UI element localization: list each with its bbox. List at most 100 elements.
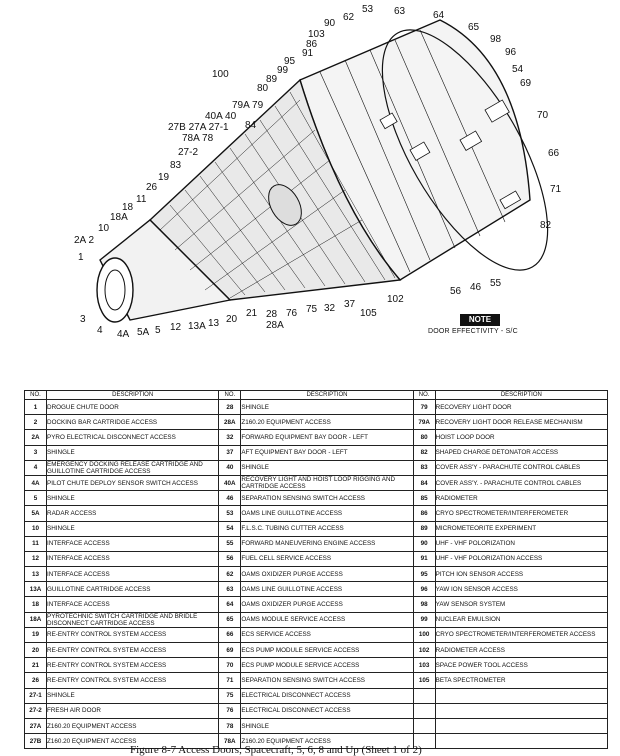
item-number: 99 [412, 611, 436, 628]
callout-label: 26 [146, 182, 158, 193]
callout-label: 18 [122, 202, 134, 213]
item-description [434, 687, 609, 704]
callout-label: 84 [245, 120, 257, 131]
callout-label: 102 [387, 294, 404, 305]
callout-label: 11 [136, 194, 147, 205]
item-number: 56 [218, 550, 242, 568]
item-description: Z160.20 EQUIPMENT ACCESS [240, 414, 414, 431]
spacecraft-drawing [96, 19, 549, 323]
item-description: FORWARD MANEUVERING ENGINE ACCESS [240, 535, 414, 552]
callout-label: 95 [284, 56, 296, 67]
item-number: 55 [218, 535, 242, 552]
item-number [412, 702, 436, 719]
item-description: RADAR ACCESS [46, 505, 220, 522]
item-description: RE-ENTRY CONTROL SYSTEM ACCESS [46, 657, 220, 674]
callout-label: 62 [343, 12, 355, 23]
item-number: 4A [23, 474, 48, 492]
item-description [434, 733, 609, 750]
item-number: 27-1 [23, 687, 48, 704]
item-number: 95 [412, 566, 436, 583]
callout-label: 80 [257, 83, 269, 94]
item-description: ECS PUMP MODULE SERVICE ACCESS [240, 641, 414, 659]
callout-label: 13 [208, 318, 220, 329]
callout-label: 63 [394, 6, 406, 17]
item-number: 40 [218, 459, 242, 476]
callout-label: 86 [306, 39, 318, 50]
item-description: INTERFACE ACCESS [46, 535, 220, 552]
callout-label: 65 [468, 22, 480, 33]
item-description: RECOVERY LIGHT DOOR [434, 398, 609, 416]
item-number: 28A [218, 414, 242, 431]
item-number: 54 [218, 520, 242, 537]
callout-labels: 1 2A 2 3 4 4A 5A 5 12 13A 13 20 21 28 28… [74, 4, 562, 340]
item-description: FRESH AIR DOOR [46, 702, 220, 719]
item-number: 102 [412, 641, 436, 659]
callout-label: 20 [226, 314, 238, 325]
item-description: DROGUE CHUTE DOOR [46, 398, 220, 416]
item-number [412, 687, 436, 704]
column-header: NO. [218, 390, 242, 400]
access-door-table: NO. DESCRIPTION NO. DESCRIPTION NO. DESC… [23, 390, 609, 750]
callout-label: 5 [155, 325, 161, 336]
callout-label: 69 [520, 78, 532, 89]
item-description: DOCKING BAR CARTRIDGE ACCESS [46, 414, 220, 431]
item-number: 40A [218, 474, 242, 492]
item-number: 82 [412, 444, 436, 461]
figure-caption: Figure 8-7 Access Doors, Spacecraft, 5, … [130, 744, 422, 756]
item-description: YAW ION SENSOR ACCESS [434, 581, 609, 598]
item-number: 80 [412, 429, 436, 446]
item-description: UHF - VHF POLORIZATION [434, 535, 609, 552]
item-description: RECOVERY LIGHT AND HOIST LOOP RIGGING AN… [240, 474, 414, 492]
callout-label: 103 [308, 29, 325, 40]
item-number: 27B [23, 733, 48, 750]
callout-label: 64 [433, 10, 445, 21]
item-number: 75 [218, 687, 242, 704]
item-number: 2A [23, 429, 48, 446]
callout-label: 76 [286, 308, 298, 319]
item-description: SHAPED CHARGE DETONATOR ACCESS [434, 444, 609, 461]
item-number: 19 [23, 626, 48, 644]
item-description: RE-ENTRY CONTROL SYSTEM ACCESS [46, 626, 220, 644]
item-description: FORWARD EQUIPMENT BAY DOOR - LEFT [240, 429, 414, 446]
item-description: Z160.20 EQUIPMENT ACCESS [240, 733, 414, 750]
table-header-row: NO. DESCRIPTION NO. DESCRIPTION NO. DESC… [23, 390, 609, 400]
item-number: 5A [23, 505, 48, 522]
item-description: HOIST LOOP DOOR [434, 429, 609, 446]
item-description [434, 702, 609, 719]
item-description: SHINGLE [240, 717, 414, 735]
item-number: 105 [412, 672, 436, 689]
item-description: F.L.S.C. TUBING CUTTER ACCESS [240, 520, 414, 537]
item-number: 4 [23, 459, 48, 476]
item-description: SHINGLE [46, 490, 220, 507]
item-description: OAMS LINE GUILLOTINE ACCESS [240, 581, 414, 598]
item-number: 71 [218, 672, 242, 689]
item-description: SEPARATION SENSING SWITCH ACCESS [240, 672, 414, 689]
item-number: 27-2 [23, 702, 48, 719]
callout-label: 32 [324, 303, 336, 314]
item-description: SHINGLE [46, 520, 220, 537]
callout-label: 19 [158, 172, 170, 183]
callout-label: 21 [246, 308, 258, 319]
item-number: 78 [218, 717, 242, 735]
callout-label: 75 [306, 304, 318, 315]
item-description: COVER ASS'Y. - PARACHUTE CONTROL CABLES [434, 474, 609, 492]
item-description: NUCLEAR EMULSION [434, 611, 609, 628]
item-number: 2 [23, 414, 48, 431]
callout-label: 53 [362, 4, 374, 15]
item-description: YAW SENSOR SYSTEM [434, 596, 609, 613]
item-description: AFT EQUIPMENT BAY DOOR - LEFT [240, 444, 414, 461]
item-number: 100 [412, 626, 436, 644]
callout-label: 27-2 [178, 147, 198, 158]
item-number: 64 [218, 596, 242, 613]
item-number: 90 [412, 535, 436, 552]
item-number: 76 [218, 702, 242, 719]
column-header: DESCRIPTION [240, 390, 414, 400]
callout-label: 79A 79 [232, 100, 264, 111]
item-description: ECS PUMP MODULE SERVICE ACCESS [240, 657, 414, 674]
spacecraft-illustration: 1 2A 2 3 4 4A 5A 5 12 13A 13 20 21 28 28… [74, 4, 562, 340]
